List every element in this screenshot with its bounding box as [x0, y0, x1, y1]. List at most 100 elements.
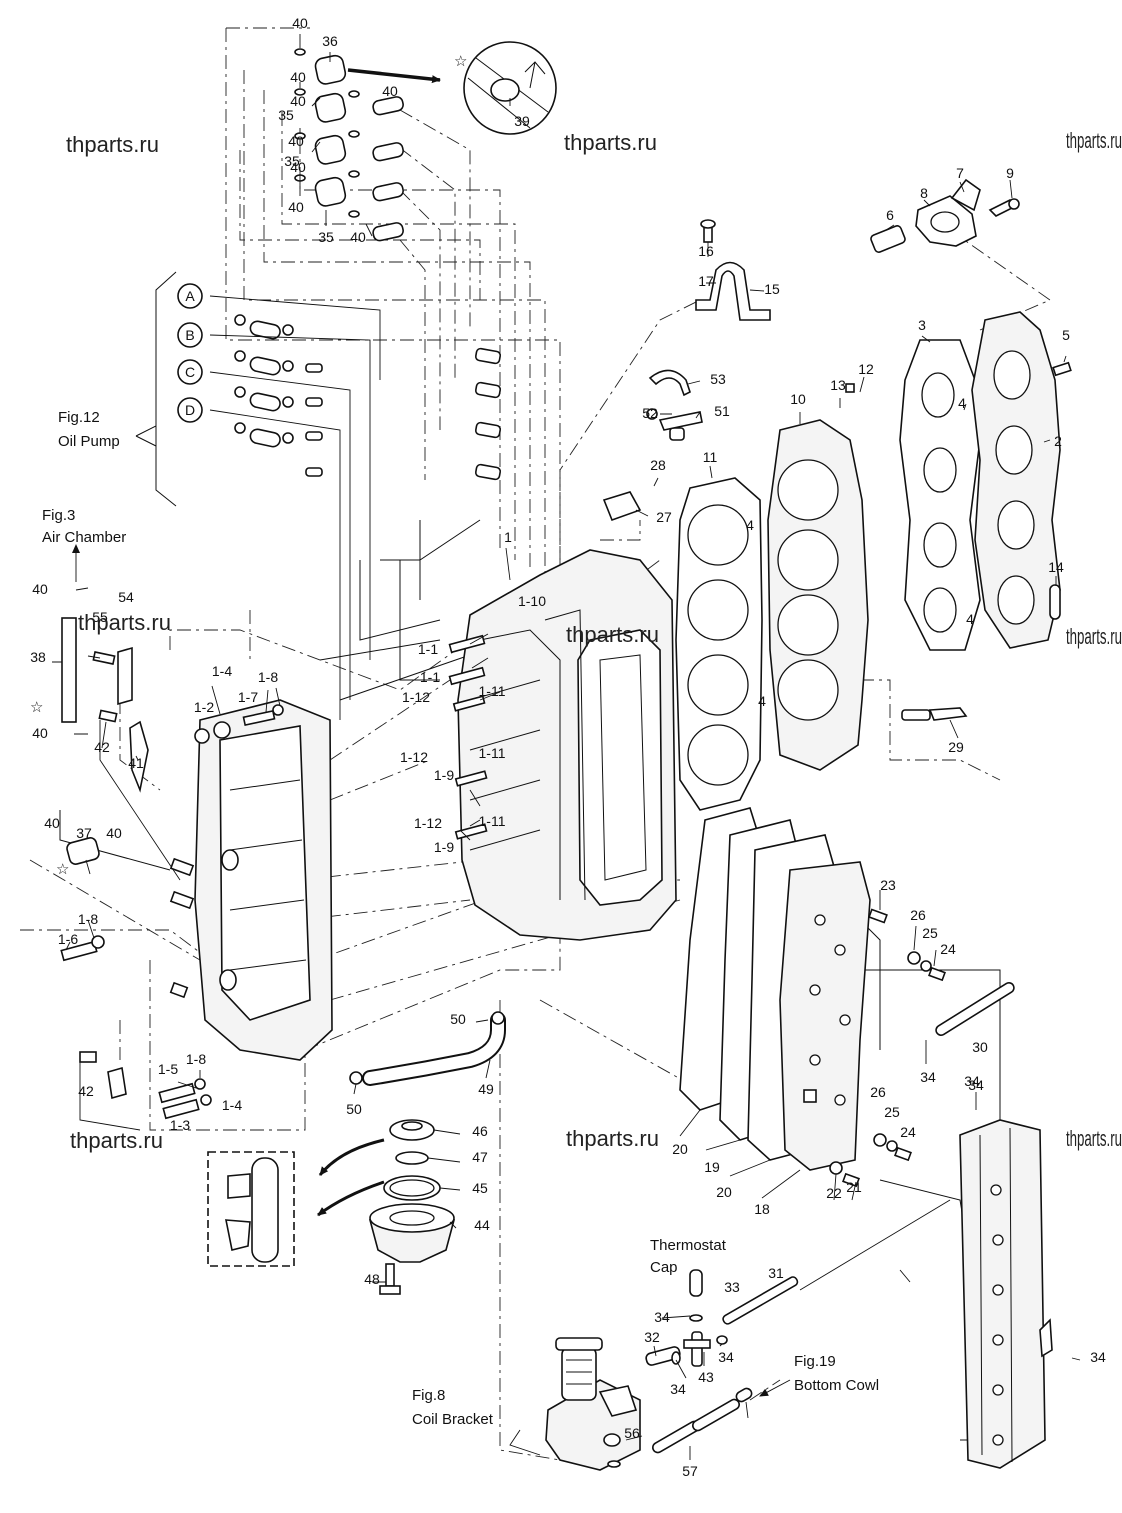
watermark-text: thparts.ru [564, 130, 657, 155]
detail-view-39 [347, 41, 557, 135]
star-marker: ☆ [454, 53, 467, 70]
part-callout: 45 [472, 1180, 488, 1196]
part-callout: 50 [450, 1011, 466, 1027]
part-callout: 4 [746, 517, 754, 533]
part-callout: 1-12 [414, 815, 442, 831]
part-callout: 34 [964, 1073, 980, 1089]
circle-letter-text: B [185, 327, 194, 343]
part-callout: 26 [910, 907, 926, 923]
watermark-text: thparts.ru [566, 1126, 659, 1151]
crankcase-half [194, 699, 333, 1061]
seal-housing-stack [368, 1119, 456, 1295]
ref-oil-pump-name: Oil Pump [58, 433, 120, 450]
part-callout: 34 [670, 1381, 686, 1397]
circle-letter-text: D [185, 402, 195, 418]
part-callout: 1-11 [479, 813, 506, 829]
part-callout: 1-9 [434, 839, 454, 855]
part-callout: 1-4 [212, 663, 232, 679]
part-callout: 34 [920, 1069, 936, 1085]
part-callout: 15 [764, 281, 780, 297]
part-callout: 33 [724, 1279, 740, 1295]
part-callout: 54 [118, 589, 134, 605]
part-callout: 49 [478, 1081, 494, 1097]
part-callout: 35 [284, 153, 300, 169]
circle-letter-text: C [185, 364, 195, 380]
watermark-text: thparts.ru [78, 610, 171, 635]
part-callout: 25 [922, 925, 938, 941]
part-callout: 52 [642, 405, 658, 421]
part-callout: 19 [704, 1159, 720, 1175]
watermark-text: thparts.ru [66, 132, 159, 157]
watermark-text-clipped: thparts.ru [1066, 1126, 1122, 1151]
part-callout: 4 [966, 611, 974, 627]
part-callout: 40 [32, 581, 48, 597]
circle-letter-a: A [177, 283, 203, 309]
thermostat-assembly [645, 1269, 753, 1454]
part-callout: 1-12 [402, 689, 430, 705]
part-callout: 29 [948, 739, 964, 755]
part-callout: 1 [504, 529, 512, 545]
part-callout: 40 [288, 133, 304, 149]
part-callout: 56 [624, 1425, 640, 1441]
part-callout: 37 [76, 825, 92, 841]
star-marker: ☆ [56, 861, 69, 878]
part-callout: 21 [846, 1179, 862, 1195]
clamp-15 [695, 219, 771, 321]
part-callout: 30 [972, 1039, 988, 1055]
part-callout: 25 [884, 1104, 900, 1120]
circle-letter-ring [177, 397, 203, 423]
part-callout: 35 [278, 107, 294, 123]
part-callout: 1-8 [258, 669, 278, 685]
exhaust-manifold [959, 1119, 1053, 1469]
part-callout: 44 [474, 1217, 490, 1233]
ref-bottom-cowl-fig: Fig.19 [794, 1353, 836, 1370]
circle-letter-c: C [177, 359, 203, 385]
part-callout: 55 [92, 609, 108, 625]
part-callout: 24 [900, 1124, 916, 1140]
head-gasket-11 [675, 477, 763, 811]
part-callout: 16 [698, 243, 714, 259]
part-callout: 42 [78, 1083, 94, 1099]
part-callout: 20 [672, 1141, 688, 1157]
part-callout: 1-3 [170, 1117, 190, 1133]
part-callout: 1-4 [222, 1097, 242, 1113]
part-callout: 11 [703, 449, 718, 465]
cylinder-block-1 [457, 549, 677, 941]
part-callout: 40 [292, 15, 308, 31]
part-callout: 43 [698, 1369, 714, 1385]
part-callout: 31 [768, 1265, 784, 1281]
bypass-cover-gaskets [679, 807, 946, 1188]
part-callout: 57 [682, 1463, 698, 1479]
fittings-right [474, 347, 502, 481]
watermark-text-clipped: thparts.ru [1066, 624, 1122, 649]
part-callout: 5 [1062, 327, 1070, 343]
ref-coil-bracket-name: Coil Bracket [412, 1411, 494, 1428]
figure-references: Fig.12 Oil Pump Fig.3 Air Chamber Fig.8 … [42, 271, 879, 1428]
ref-bottom-cowl-name: Bottom Cowl [794, 1377, 879, 1394]
ref-thermostat: Thermostat [650, 1237, 727, 1254]
water-pump-housing [545, 1337, 641, 1471]
circle-letter-text: A [185, 288, 195, 304]
part-callout: 23 [880, 877, 896, 893]
part-callout: 1-12 [400, 749, 428, 765]
oil-seal-detail [207, 1138, 385, 1267]
part-callout: 24 [940, 941, 956, 957]
star-marker: ☆ [30, 699, 43, 716]
part-callout: 3 [918, 317, 926, 333]
part-callout: 26 [870, 1084, 886, 1100]
part-callout: 1-11 [479, 745, 506, 761]
exhaust-cover-gasket-3 [899, 339, 981, 651]
watermark-text-clipped: thparts.ru [1066, 128, 1122, 153]
ref-air-chamber-fig: Fig.3 [42, 507, 75, 524]
part-callout: 40 [290, 69, 306, 85]
part-callout: 42 [94, 739, 110, 755]
part-callout: 12 [858, 361, 874, 377]
part-callout: 35 [318, 229, 334, 245]
water-pipe-stack [294, 48, 404, 242]
part-callout: 40 [106, 825, 122, 841]
part-callout: 47 [472, 1149, 488, 1165]
part-callout: 14 [1048, 559, 1064, 575]
